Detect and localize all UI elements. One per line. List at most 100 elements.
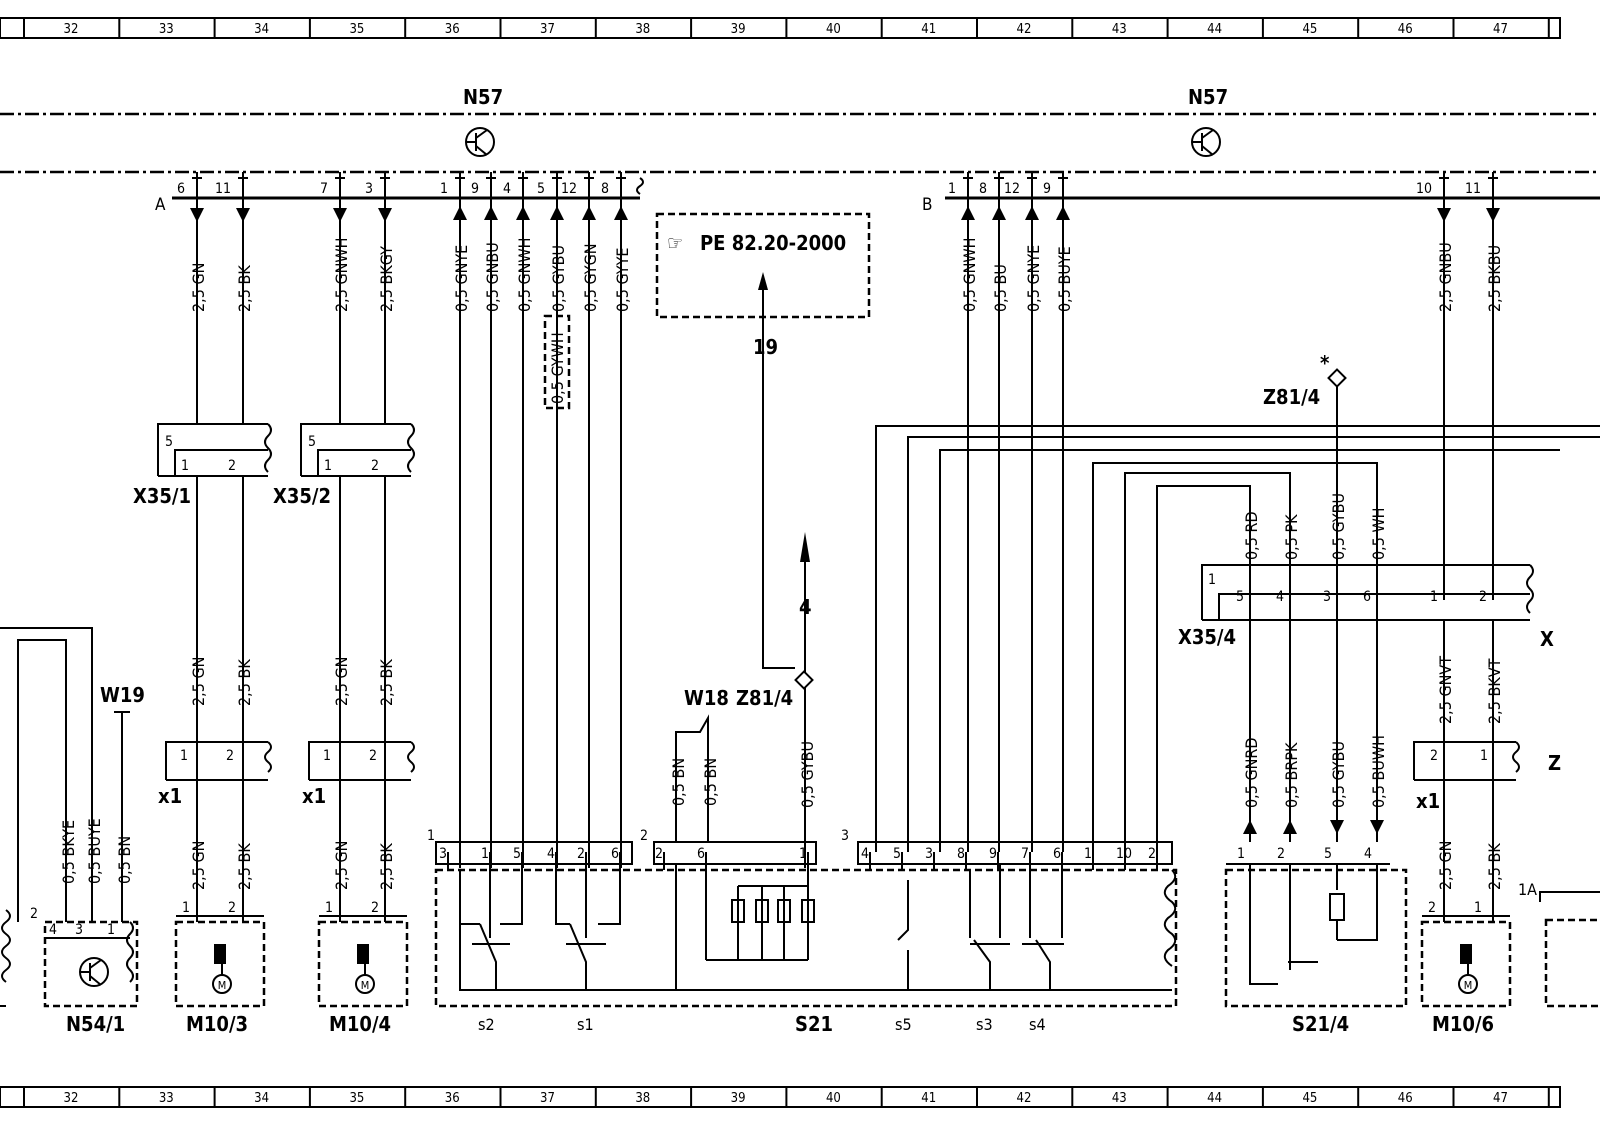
w18-wire-1: 0,5 BN <box>669 758 688 806</box>
top-pin-8: 12 <box>561 181 577 197</box>
grid-col-45: 45 <box>1302 1091 1317 1106</box>
s21-4-top-label-2: 0,5 GYBU <box>1329 493 1348 560</box>
svg-text:4: 4 <box>49 922 57 938</box>
svg-text:1: 1 <box>181 458 189 474</box>
transistor-icon-n54 <box>79 957 109 987</box>
switch-s1-icon <box>555 864 621 990</box>
cutoff-module-right: 1A <box>1518 880 1600 1008</box>
grid-col-36: 36 <box>445 1091 460 1106</box>
svg-text:1: 1 <box>1084 846 1092 862</box>
svg-text:2: 2 <box>655 846 663 862</box>
low-left-label-0: 2,5 GN <box>189 841 208 890</box>
grid-col-43: 43 <box>1112 1091 1127 1106</box>
z-cut-label: Z <box>1548 751 1561 775</box>
grid-col-32: 32 <box>64 22 79 37</box>
grid-col-47: 47 <box>1493 22 1508 37</box>
low-left-label-3: 2,5 BK <box>377 843 396 890</box>
svg-text:2: 2 <box>226 748 234 764</box>
svg-text:3: 3 <box>925 846 933 862</box>
switch-s5-icon <box>897 880 909 990</box>
grid-col-34: 34 <box>254 1091 269 1106</box>
connector-x1-mid: 1 2 x1 <box>302 741 415 808</box>
svg-text:2: 2 <box>640 828 648 844</box>
svg-text:1: 1 <box>1474 900 1482 916</box>
mid-left-label-2: 2,5 GN <box>332 657 351 706</box>
top-wire-label-5: 0,5 GNBU <box>483 242 502 312</box>
m10-6-mid-label-1: 2,5 BKVT <box>1485 658 1504 724</box>
grid-col-46: 46 <box>1398 1091 1413 1106</box>
svg-text:2: 2 <box>371 458 379 474</box>
svg-text:7: 7 <box>1021 846 1029 862</box>
hand-pointer-icon: ☞ <box>667 231 683 255</box>
svg-text:2: 2 <box>228 900 236 916</box>
n54-1-label: N54/1 <box>66 1012 125 1036</box>
gywh-label: 0,5 GYWH <box>548 332 567 404</box>
top-pin-3: 3 <box>365 181 373 197</box>
s21-4-top-label-0: 0,5 RD <box>1242 511 1261 560</box>
grid-col-33: 33 <box>159 1091 174 1106</box>
top-wire-label-15: 2,5 BKBU <box>1485 245 1504 312</box>
svg-text:1: 1 <box>1208 572 1216 588</box>
m10-6-low-label-0: 2,5 GN <box>1436 841 1455 890</box>
svg-text:5: 5 <box>513 846 521 862</box>
svg-text:4: 4 <box>1276 589 1284 605</box>
svg-text:4: 4 <box>547 846 555 862</box>
low-left-label-2: 2,5 GN <box>332 841 351 890</box>
s21-4-low-label-1: 0,5 BRPK <box>1282 742 1301 808</box>
svg-text:M: M <box>1464 979 1473 992</box>
switch-s2-icon <box>459 864 523 990</box>
mid-left-wires: 2,5 GN2,5 GN2,5 BK2,5 BK2,5 GN2,5 GN2,5 … <box>189 476 396 922</box>
svg-text:1: 1 <box>325 900 333 916</box>
grid-col-40: 40 <box>826 22 841 37</box>
switch-s3-icon <box>969 864 1010 990</box>
svg-text:1: 1 <box>180 748 188 764</box>
w19-label: W19 <box>100 683 145 707</box>
x1-left-label: x1 <box>158 784 182 808</box>
top-pin-9: 8 <box>601 181 609 197</box>
mid-left-label-0: 2,5 GN <box>189 657 208 706</box>
svg-text:6: 6 <box>697 846 705 862</box>
top-pin-10: 1 <box>948 181 956 197</box>
svg-text:8: 8 <box>957 846 965 862</box>
svg-text:3: 3 <box>841 828 849 844</box>
svg-text:3: 3 <box>1323 589 1331 605</box>
top-wire-label-13: 0,5 BUYE <box>1055 246 1074 312</box>
top-wire-label-7: 0,5 GYBU <box>549 245 568 312</box>
bkye-label: 0,5 BKYE <box>59 820 78 884</box>
svg-text:2: 2 <box>1148 846 1156 862</box>
top-wire-label-12: 0,5 GNYE <box>1024 245 1043 312</box>
svg-text:1: 1 <box>182 900 190 916</box>
grid-col-41: 41 <box>921 22 936 37</box>
s1-label: s1 <box>577 1015 594 1034</box>
svg-text:5: 5 <box>893 846 901 862</box>
s21-4-label: S21/4 <box>1292 1012 1349 1036</box>
svg-text:3: 3 <box>439 846 447 862</box>
x35-4-label: X35/4 <box>1178 625 1236 649</box>
top-pin-2: 7 <box>320 181 328 197</box>
svg-text:9: 9 <box>989 846 997 862</box>
svg-text:2: 2 <box>30 906 38 922</box>
grid-col-43: 43 <box>1112 22 1127 37</box>
z81-mid-group: 4 Z81/4 0,5 GYBU <box>736 532 817 868</box>
top-pin-0: 6 <box>177 181 185 197</box>
svg-text:5: 5 <box>1236 589 1244 605</box>
grid-col-42: 42 <box>1017 22 1032 37</box>
svg-text:6: 6 <box>1053 846 1061 862</box>
svg-text:1: 1 <box>481 846 489 862</box>
top-wire-label-14: 2,5 GNBU <box>1436 242 1455 312</box>
transistor-icon-left <box>465 127 495 157</box>
bus-lines <box>875 425 1600 852</box>
svg-text:2: 2 <box>371 900 379 916</box>
x1-mid-label: x1 <box>302 784 326 808</box>
svg-text:2: 2 <box>1430 748 1438 764</box>
reference-box[interactable]: ☞ PE 82.20-2000 19 <box>655 212 871 669</box>
top-pin-13: 9 <box>1043 181 1051 197</box>
svg-text:1: 1 <box>799 846 807 862</box>
plug-a-label: A <box>155 195 166 215</box>
